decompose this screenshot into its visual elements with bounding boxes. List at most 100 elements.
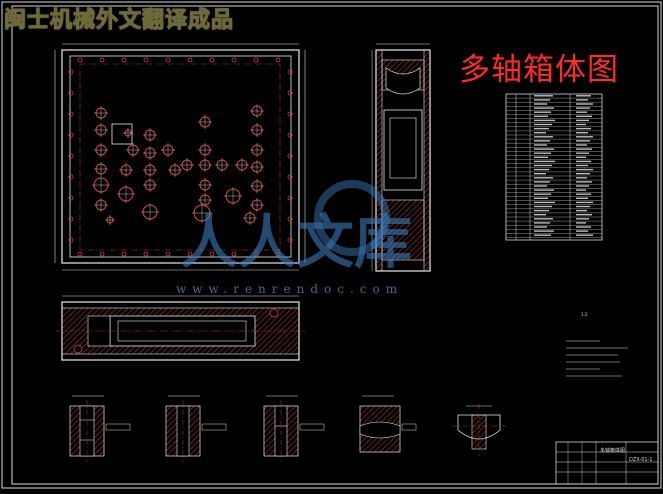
- bolt-hole: [77, 57, 83, 63]
- site-watermark-logo: 人人文库: [180, 180, 412, 276]
- table-cell-text-mark: [534, 152, 551, 154]
- bolt-hole: [143, 251, 149, 257]
- title-block: 多轴箱体图 DZX-01-1: [555, 441, 659, 485]
- table-cell-text-mark: [534, 156, 548, 158]
- table-cell-text-mark: [576, 160, 591, 163]
- detail-section-5: [452, 404, 506, 456]
- table-cell-text-mark: [576, 205, 590, 208]
- table-cell-text-mark: [534, 115, 548, 117]
- table-cell-text-mark: [534, 230, 554, 232]
- bolt-hole: [68, 132, 74, 138]
- table-cell-text-mark: [534, 189, 554, 191]
- table-cell-text-mark: [576, 193, 591, 195]
- bolt-hole: [209, 57, 215, 63]
- bolt-hole: [275, 57, 281, 63]
- table-cell-text-mark: [576, 218, 589, 220]
- table-cell-text-mark: [534, 107, 554, 109]
- table-cell-text-mark: [534, 218, 553, 220]
- table-cell-text-mark: [534, 123, 552, 126]
- table-cell-text-mark: [534, 214, 546, 216]
- table-cell-text-mark: [576, 127, 591, 130]
- table-cell-text-mark: [534, 234, 551, 236]
- site-url-watermark: www.renrendoc.com: [176, 282, 404, 296]
- table-cell-text-mark: [534, 164, 552, 167]
- table-cell-text-mark: [576, 107, 590, 109]
- table-cell-text-mark: [534, 173, 546, 175]
- table-cell-text-mark: [534, 132, 546, 134]
- table-cell-text-mark: [576, 189, 586, 191]
- table-cell-text-mark: [534, 103, 547, 105]
- table-cell-text-mark: [576, 132, 588, 134]
- table-cell-text-mark: [534, 226, 547, 228]
- bolt-hole: [231, 57, 237, 63]
- table-cell-text-mark: [576, 140, 590, 142]
- table-cell-text-mark: [534, 148, 554, 150]
- drawing-title: 多轴箱体图: [459, 52, 619, 88]
- table-cell-text-mark: [576, 95, 591, 97]
- side-view: [371, 43, 431, 272]
- table-cell-text-mark: [534, 209, 549, 212]
- table-cell-text-mark: [576, 119, 589, 122]
- bolt-hole: [68, 69, 74, 75]
- table-cell-text-mark: [576, 234, 593, 236]
- table-cell-text-mark: [534, 185, 547, 187]
- bolt-hole: [68, 90, 74, 96]
- detail-section-2: [165, 395, 227, 462]
- bolt-hole: [209, 251, 215, 257]
- bolt-hole: [287, 90, 293, 96]
- technical-notes: 1:2: [566, 312, 628, 377]
- table-cell-text-mark: [534, 181, 550, 183]
- table-cell-text-mark: [576, 144, 587, 146]
- bolt-hole: [287, 216, 293, 222]
- table-cell-text-mark: [576, 152, 589, 154]
- bolt-hole: [68, 174, 74, 180]
- table-cell-text-mark: [534, 160, 555, 163]
- bolt-hole: [68, 237, 74, 243]
- table-cell-text-mark: [576, 222, 586, 224]
- bolt-hole: [68, 153, 74, 159]
- top-section-view: [56, 295, 305, 361]
- detail-section-4: [359, 395, 417, 453]
- table-cell-text-mark: [576, 156, 586, 158]
- bolt-hole: [287, 111, 293, 117]
- table-cell-text-mark: [534, 140, 550, 142]
- table-cell-text-mark: [576, 103, 593, 105]
- bolt-hole: [287, 69, 293, 75]
- table-cell-text-mark: [534, 127, 549, 130]
- bolt-hole: [287, 132, 293, 138]
- parts-table: [505, 93, 603, 241]
- table-cell-text-mark: [576, 197, 588, 199]
- table-cell-text-mark: [576, 185, 589, 187]
- bolt-hole: [253, 57, 259, 63]
- site-logo-text: 人人文库: [180, 208, 412, 276]
- table-cell-text-mark: [576, 164, 588, 167]
- table-cell-text-mark: [534, 119, 555, 122]
- bolt-hole: [77, 251, 83, 257]
- table-cell-text-mark: [534, 95, 553, 97]
- table-cell-text-mark: [576, 181, 592, 183]
- table-cell-text-mark: [534, 136, 553, 138]
- table-cell-text-mark: [576, 214, 592, 216]
- title-block-code: DZX-01-1: [629, 457, 653, 463]
- front-view: [54, 43, 306, 271]
- table-cell-text-mark: [576, 111, 587, 113]
- bolt-hole: [287, 195, 293, 201]
- bolt-hole: [165, 251, 171, 257]
- table-cell-text-mark: [534, 99, 550, 101]
- table-cell-text-mark: [576, 148, 592, 150]
- table-cell-text-mark: [576, 173, 590, 175]
- table-cell-text-mark: [576, 136, 593, 138]
- table-cell-text-mark: [534, 168, 549, 171]
- bolt-hole: [68, 216, 74, 222]
- sheet-inner-border: [11, 5, 659, 485]
- table-cell-text-mark: [576, 201, 593, 204]
- bolt-hole: [121, 57, 127, 63]
- bolt-hole: [187, 251, 193, 257]
- table-cell-text-mark: [534, 144, 547, 146]
- scale-note: 1:2: [581, 312, 588, 317]
- table-cell-text-mark: [534, 177, 553, 179]
- bolt-hole: [287, 153, 293, 159]
